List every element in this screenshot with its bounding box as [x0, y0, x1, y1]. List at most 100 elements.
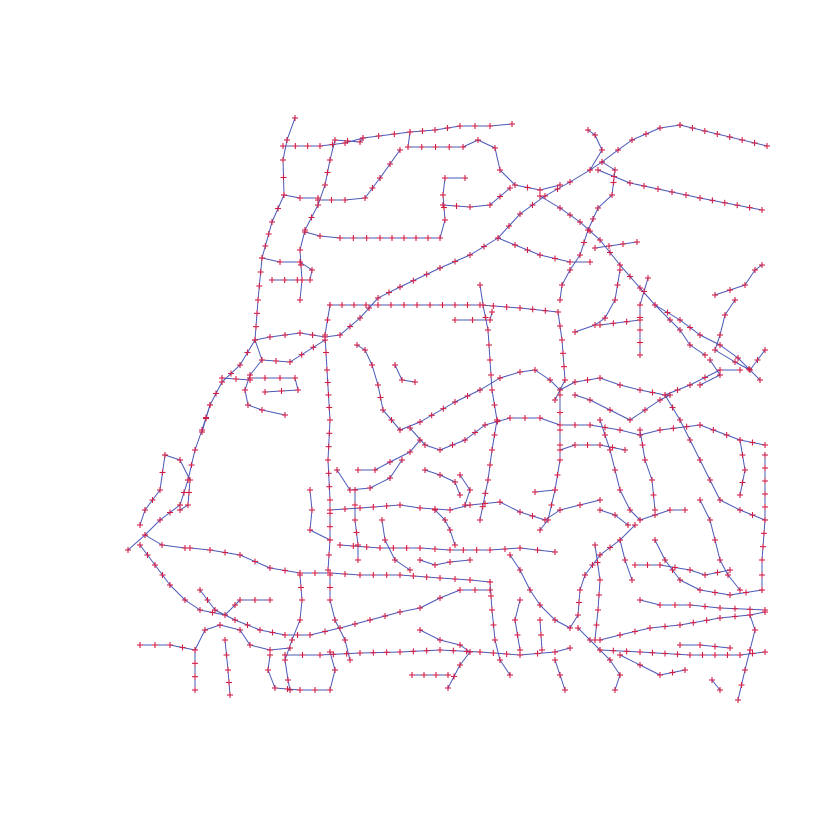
network-node: [330, 651, 337, 658]
network-node: [517, 597, 523, 603]
network-edge: [199, 589, 491, 636]
network-node: [622, 557, 628, 563]
network-node: [645, 275, 651, 281]
network-edge: [139, 624, 291, 651]
network-node: [445, 685, 451, 691]
network-node: [567, 267, 573, 273]
network-node: [489, 447, 495, 453]
network-node: [157, 517, 163, 523]
network-node: [572, 442, 578, 448]
network-node: [342, 637, 348, 643]
network-node: [410, 648, 417, 655]
network-nodes: [125, 115, 770, 703]
network-node: [689, 125, 696, 131]
network-node: [637, 339, 643, 346]
network-node: [482, 500, 488, 507]
network-node: [256, 283, 263, 289]
network-edge: [699, 359, 721, 386]
network-node: [503, 304, 510, 310]
network-node: [597, 552, 603, 558]
network-node: [442, 517, 448, 523]
network-node: [386, 289, 392, 296]
network-node: [662, 650, 668, 657]
network-node: [379, 517, 385, 523]
network-node: [567, 212, 573, 218]
network-node: [452, 399, 458, 405]
network-node: [747, 606, 753, 613]
network-node: [295, 387, 301, 393]
network-node: [529, 202, 536, 208]
network-node: [269, 277, 275, 283]
network-node: [487, 123, 493, 129]
network-node: [667, 507, 673, 513]
network-node: [451, 673, 457, 680]
network-node: [352, 517, 358, 523]
network-node: [629, 577, 635, 583]
network-node: [308, 214, 315, 221]
network-node: [739, 137, 746, 143]
network-node: [437, 265, 443, 271]
network-edge: [594, 241, 638, 249]
network-node: [397, 572, 403, 578]
network-edge: [679, 644, 731, 649]
network-node: [657, 562, 663, 568]
network-node: [304, 143, 311, 149]
network-node: [581, 239, 587, 246]
network-node: [584, 442, 591, 448]
network-node: [674, 387, 681, 393]
network-node: [712, 292, 718, 298]
network-node: [559, 337, 565, 343]
network-node: [467, 557, 473, 563]
network-node: [439, 302, 446, 308]
network-node: [182, 597, 188, 603]
network-node: [709, 677, 715, 683]
network-node: [567, 179, 573, 185]
network-node: [557, 392, 563, 398]
network-node: [747, 612, 753, 618]
network-node: [749, 650, 756, 657]
network-node: [717, 372, 723, 378]
network-node: [717, 615, 723, 621]
network-node: [751, 140, 758, 146]
network-node: [192, 687, 198, 693]
network-node: [560, 350, 566, 357]
network-edge: [284, 574, 303, 691]
network-node: [387, 161, 393, 167]
network-node: [639, 442, 646, 448]
network-node: [280, 174, 287, 181]
network-node: [597, 507, 603, 513]
network-node: [757, 377, 763, 383]
network-node: [262, 375, 268, 381]
network-node: [167, 509, 173, 516]
network-edge: [577, 627, 621, 691]
network-node: [537, 187, 543, 193]
network-node: [587, 259, 593, 265]
network-node: [149, 497, 156, 503]
network-node: [677, 327, 683, 333]
network-node: [717, 497, 723, 503]
network-node: [670, 425, 677, 432]
network-node: [682, 667, 688, 673]
network-node: [534, 547, 541, 553]
network-node: [485, 327, 491, 333]
network-node: [237, 597, 243, 603]
network-node: [185, 502, 191, 508]
network-node: [409, 672, 415, 678]
network-node: [662, 557, 668, 563]
network-node: [370, 504, 377, 510]
network-node: [587, 228, 593, 234]
network-node: [446, 144, 453, 150]
network-node: [467, 204, 473, 210]
network-node: [423, 647, 430, 654]
network-node: [597, 442, 603, 448]
network-node: [323, 349, 329, 356]
network-edge: [497, 237, 591, 263]
network-node: [383, 572, 390, 578]
network-node: [507, 552, 513, 558]
network-node: [440, 405, 447, 412]
network-node: [557, 205, 563, 211]
network-node: [299, 597, 305, 603]
network-node: [297, 330, 303, 336]
network-node: [277, 259, 283, 265]
